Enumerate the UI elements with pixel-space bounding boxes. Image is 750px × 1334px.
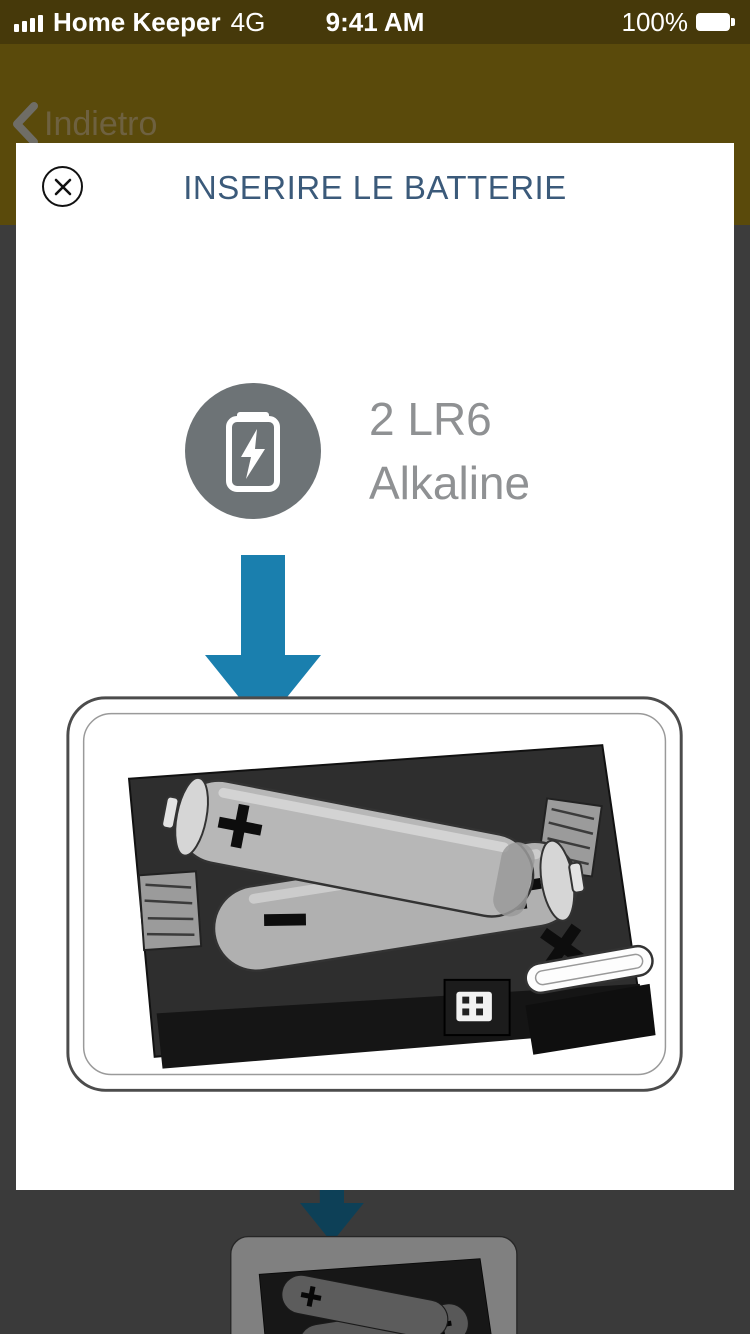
status-right: 100% xyxy=(450,7,750,38)
battery-compartment-illustration-dimmed xyxy=(228,1232,522,1334)
battery-spec-line2: Alkaline xyxy=(369,457,531,509)
clock-label: 9:41 AM xyxy=(325,6,425,37)
back-button[interactable]: Indietro xyxy=(12,102,157,146)
close-button[interactable] xyxy=(42,166,83,207)
nav-bar: Indietro xyxy=(0,44,750,146)
chevron-left-icon xyxy=(13,102,38,146)
network-type-label: 4G xyxy=(230,6,266,37)
back-button-label: Indietro xyxy=(44,104,158,143)
battery-with-bolt-icon xyxy=(185,383,321,519)
down-arrow-icon-dimmed xyxy=(300,1190,364,1245)
battery-requirement: 2 LR6 Alkaline xyxy=(185,383,530,519)
close-icon xyxy=(54,178,71,195)
battery-compartment-illustration xyxy=(60,688,695,1117)
signal-strength-icon xyxy=(14,12,43,32)
dimmed-next-step-preview xyxy=(0,1190,750,1334)
down-arrow-icon xyxy=(205,555,321,732)
status-bar: Home Keeper 4G 9:41 AM 100% xyxy=(0,0,750,44)
modal-title: INSERIRE LE BATTERIE xyxy=(183,169,567,206)
status-left: Home Keeper 4G xyxy=(0,7,300,38)
battery-spec-line1: 2 LR6 xyxy=(369,392,492,445)
battery-icon xyxy=(696,13,736,31)
battery-percent-label: 100% xyxy=(621,6,689,37)
battery-instructions-modal: INSERIRE LE BATTERIE 2 LR6 Alkaline xyxy=(16,143,734,1190)
battery-spec-text: 2 LR6 Alkaline xyxy=(369,387,530,516)
carrier-label: Home Keeper xyxy=(53,6,221,37)
